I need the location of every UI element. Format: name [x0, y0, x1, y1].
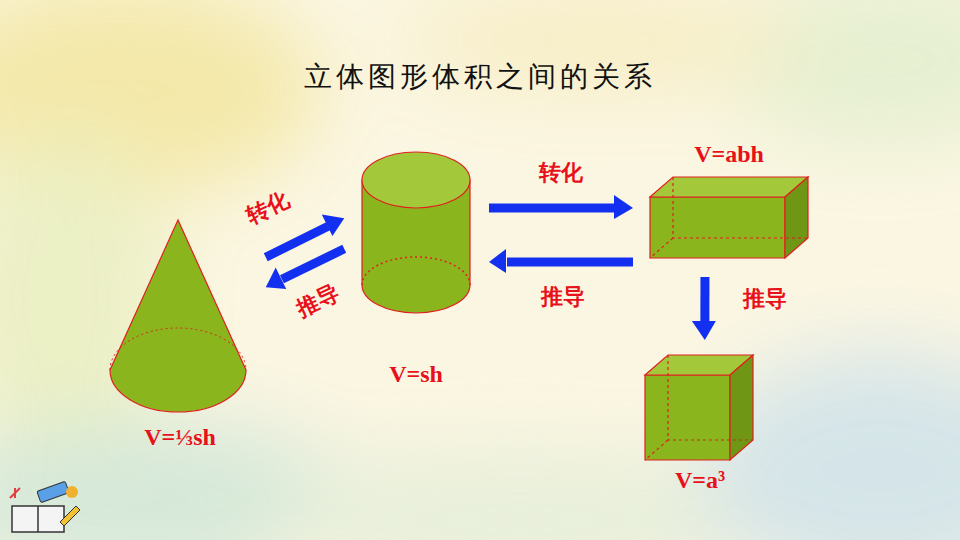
cuboid-hidden-edge: [650, 238, 673, 258]
cylinder-shape: V=sh: [355, 148, 477, 393]
stationery-icon: [10, 481, 80, 532]
arrow-label: 推导: [541, 283, 585, 309]
arrow-head: [322, 214, 344, 236]
cone-body: [110, 220, 246, 412]
conversion-arrow: [692, 277, 716, 340]
cuboid-shape: V=abh: [645, 140, 813, 265]
arrow-label: 转化: [242, 185, 293, 228]
arrow-head: [692, 321, 716, 340]
cone-shape: V=⅓sh: [105, 215, 255, 465]
arrow-label: 推导: [292, 279, 343, 322]
cube-front: [645, 375, 730, 460]
cuboid-top: [650, 177, 808, 197]
cylinder-hidden-edge: [362, 257, 470, 285]
cylinder-top: [362, 152, 470, 208]
arrow-label: 推导: [743, 285, 787, 311]
cuboid-side: [785, 177, 808, 258]
volume-formula: V=⅓sh: [144, 423, 216, 452]
arrow-head: [489, 249, 506, 273]
arrow-shaft: [507, 257, 633, 266]
cylinder-shape-drawing: [355, 148, 477, 393]
cube-hidden-edge: [645, 440, 668, 460]
arrow-label: 转化: [539, 159, 583, 185]
arrow-shaft: [266, 226, 328, 257]
diagram-title: 立体图形体积之间的关系: [0, 58, 960, 96]
conversion-arrow: [489, 249, 633, 273]
volume-formula: V=a³: [675, 466, 725, 495]
cuboid-hidden-edge: [673, 177, 808, 238]
cuboid-front: [650, 197, 785, 258]
volume-formula: V=sh: [389, 360, 443, 389]
cube-shape: V=a³: [640, 352, 760, 502]
cube-side: [730, 355, 753, 460]
arrow-head: [614, 195, 633, 219]
conversion-arrow: [489, 195, 633, 219]
arrow-shaft: [700, 277, 709, 322]
arrow-shaft: [489, 204, 615, 213]
cone-hidden-edge: [110, 328, 246, 370]
cube-hidden-edge: [668, 355, 753, 440]
volume-formula: V=abh: [694, 140, 764, 169]
arrow-shaft: [282, 249, 344, 279]
arrow-head: [266, 268, 286, 290]
